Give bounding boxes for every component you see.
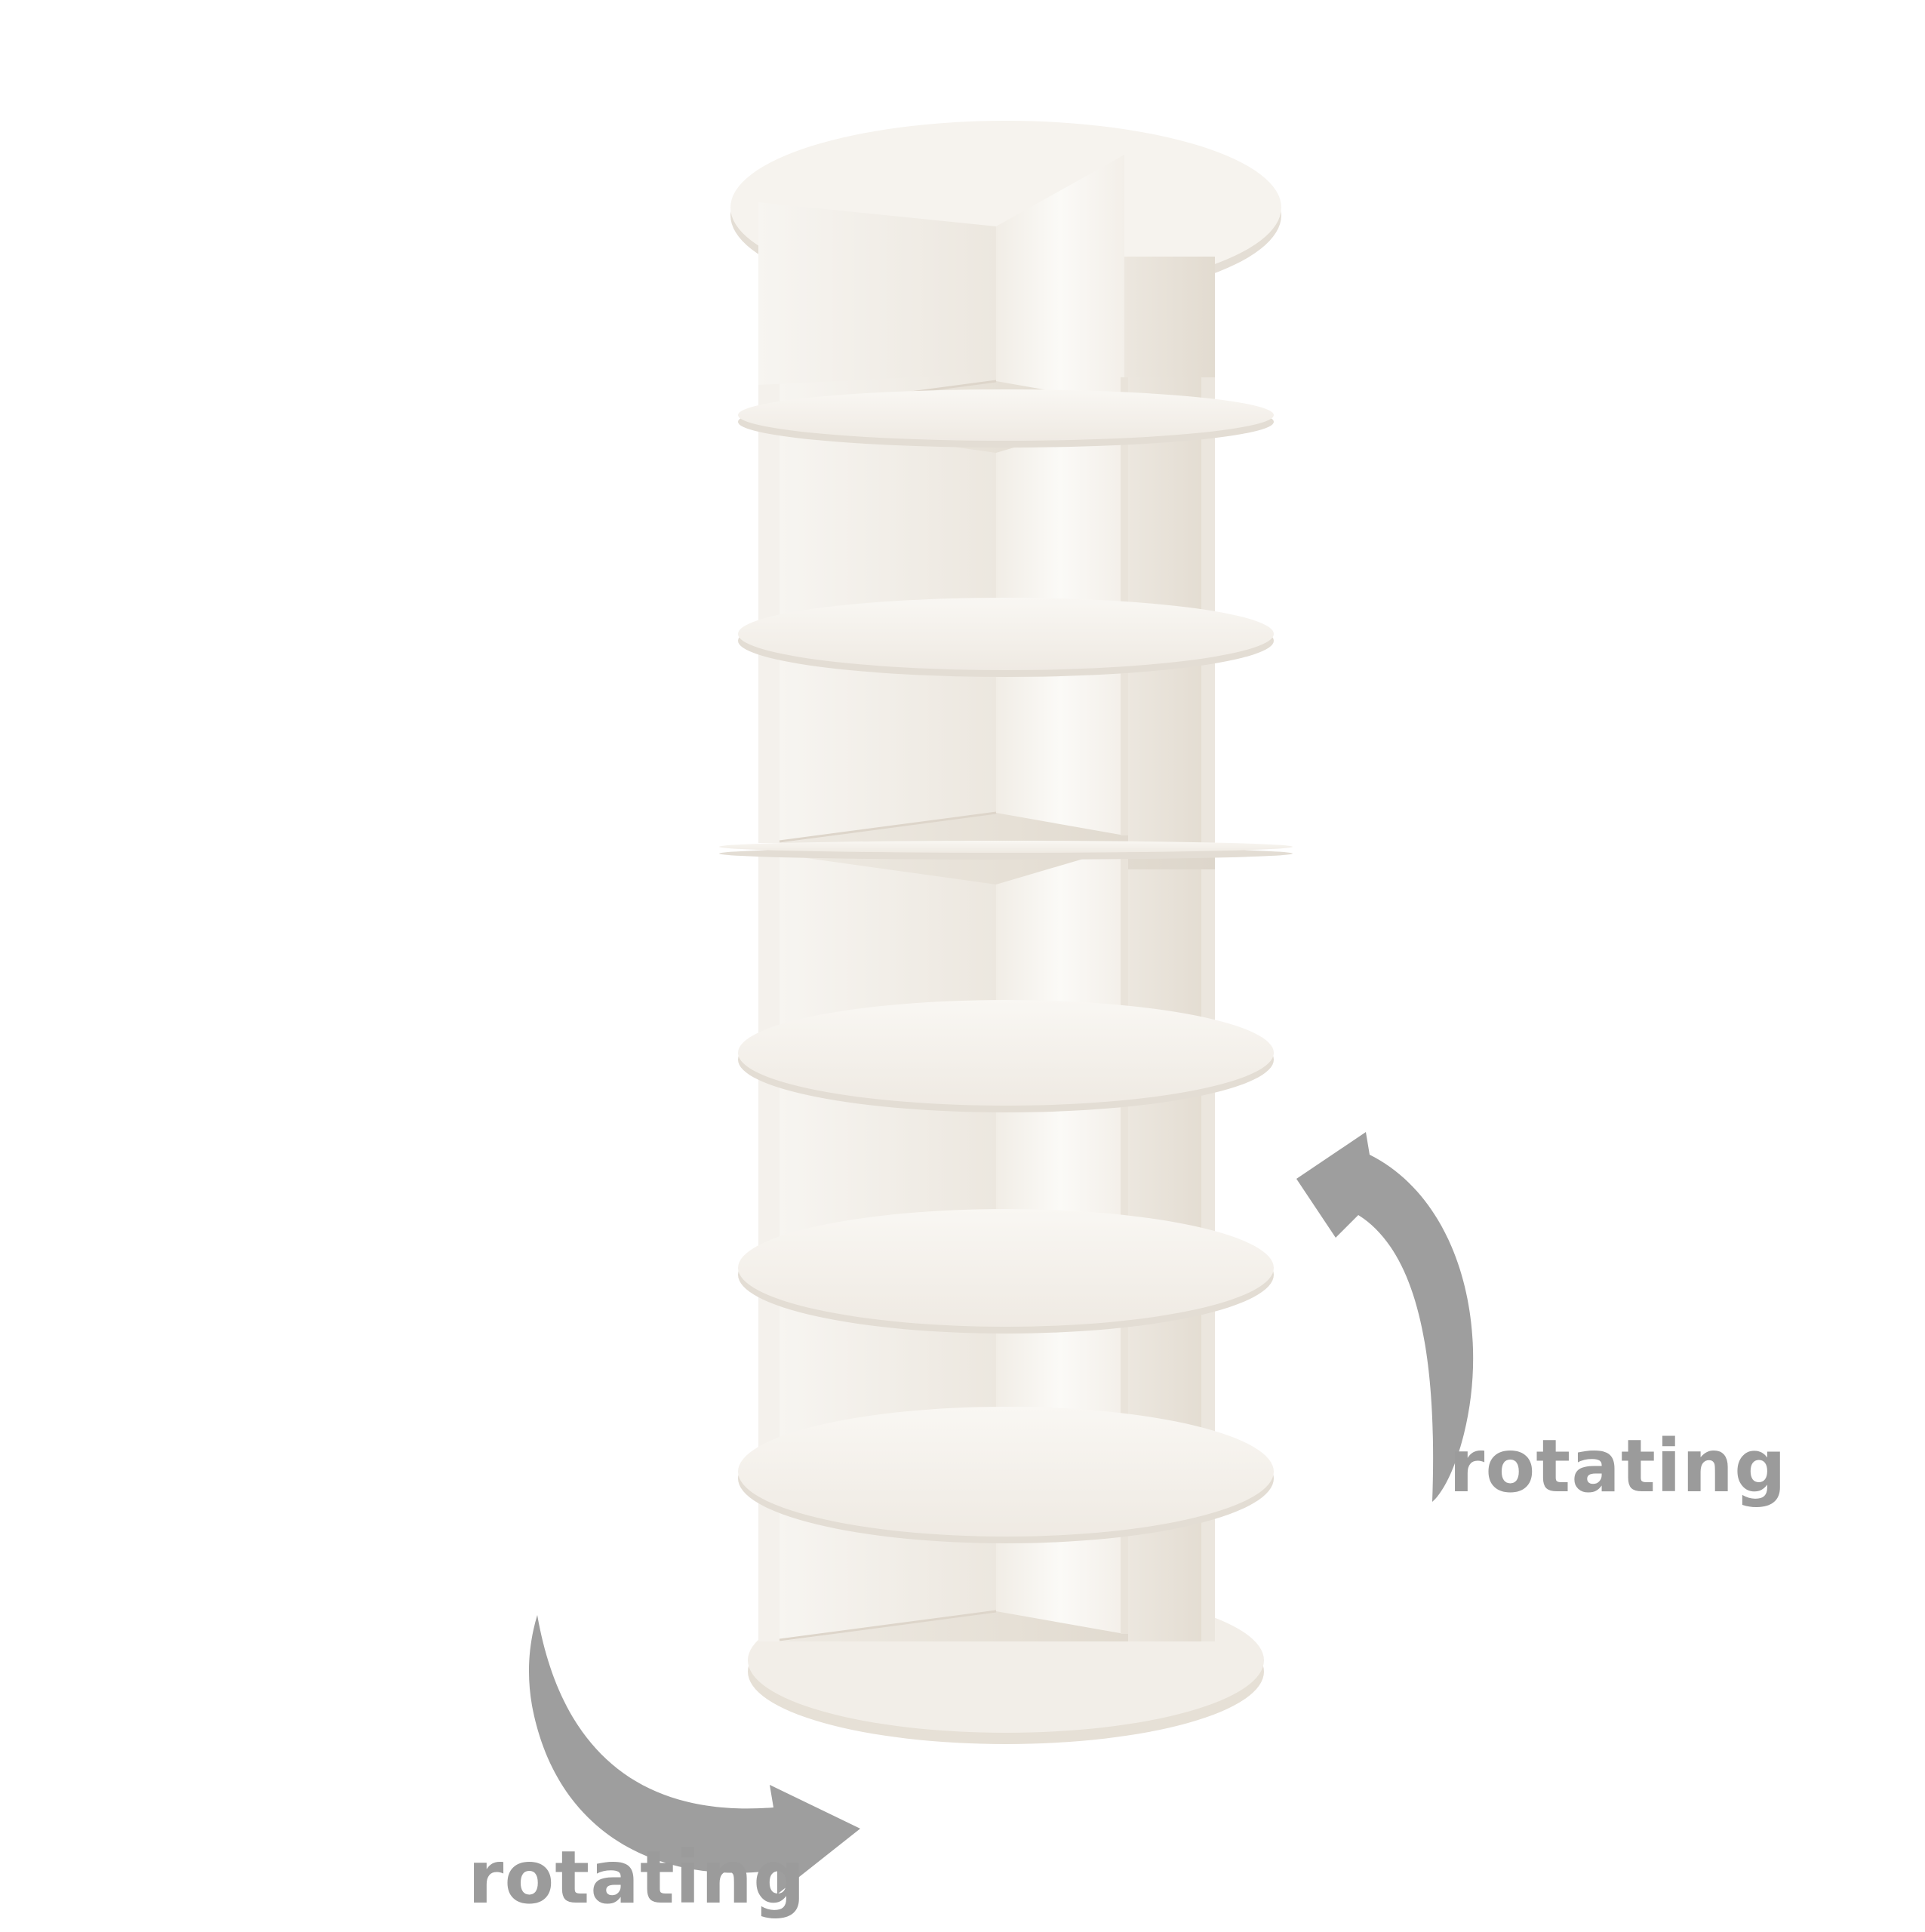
shelf-disc — [738, 1000, 1274, 1112]
rotating-arrow-bottom-icon — [528, 1615, 860, 1894]
rotating-label-right: rotating — [1449, 1424, 1787, 1509]
shelf-disc — [738, 1407, 1274, 1543]
shelf-top-cap — [730, 121, 1281, 385]
shelf-compartment — [758, 415, 1215, 630]
rotating-label-bottom: rotating — [468, 1835, 806, 1920]
shelf-disc — [738, 389, 1274, 448]
rotating-shelf-tower — [719, 121, 1293, 1744]
shelf-disc — [738, 1209, 1274, 1334]
shelf-disc — [719, 841, 1293, 860]
shelf-disc — [738, 598, 1274, 677]
rotating-arrow-right-icon — [1296, 1132, 1474, 1502]
